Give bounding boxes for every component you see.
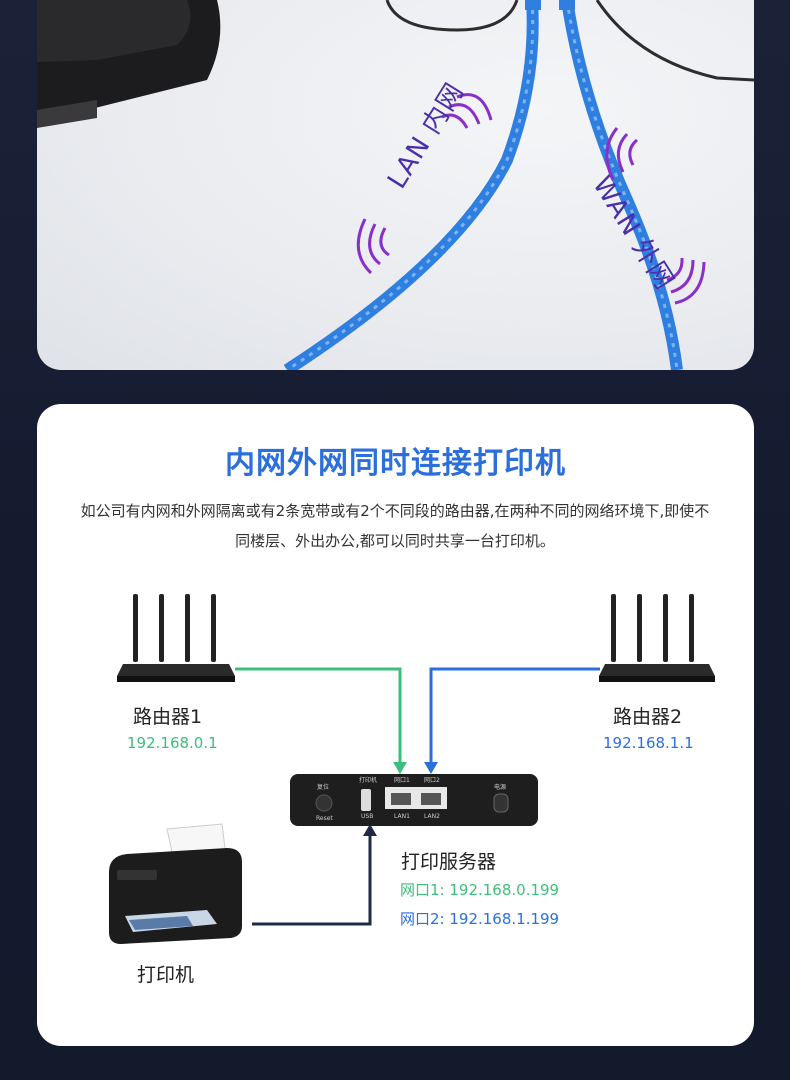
lan2-text: LAN2 <box>424 813 440 820</box>
router1-link <box>235 667 402 766</box>
print-server-icon <box>290 774 538 826</box>
arrow-down-icon <box>393 762 407 774</box>
arrow-down-icon <box>424 762 438 774</box>
connection-panel: 内网外网同时连接打印机 如公司有内网和外网隔离或有2条宽带或有2个不同段的路由器… <box>37 404 754 1046</box>
power-text: 电源 <box>494 783 506 791</box>
usb-text: USB <box>361 813 373 820</box>
black-cord <box>385 0 519 32</box>
reset-top-text: 复位 <box>317 783 329 791</box>
router2-icon <box>599 594 715 682</box>
black-cord <box>595 0 754 82</box>
signal-waves-icon <box>356 93 493 275</box>
router2-link <box>429 667 600 766</box>
router1-label: 路由器1 <box>133 706 203 728</box>
port1-text: 网口1 <box>394 777 410 784</box>
cable-illustration <box>37 0 754 370</box>
cable-photo: LAN 内网 WAN 外网 <box>37 0 754 370</box>
router1-icon <box>117 594 235 682</box>
arrow-up-icon <box>363 824 377 836</box>
printer-icon <box>109 823 242 944</box>
signal-waves-icon <box>605 127 706 305</box>
network-diagram: 复位 Reset 打印机 USB 网口1 网口2 LAN1 LAN2 电源 <box>109 594 715 944</box>
printer-label: 打印机 <box>137 964 195 986</box>
port2-text: 网口2 <box>424 777 440 784</box>
server-port1-ip: 网口1: 192.168.0.199 <box>400 881 560 899</box>
panel-title: 内网外网同时连接打印机 <box>225 446 566 481</box>
panel-description: 如公司有内网和外网隔离或有2条宽带或有2个不同段的路由器,在两种不同的网络环境下… <box>80 502 710 550</box>
server-port2-ip: 网口2: 192.168.1.199 <box>400 910 560 928</box>
router1-ip: 192.168.0.1 <box>127 734 218 752</box>
router2-ip: 192.168.1.1 <box>603 734 694 752</box>
printer-port-text: 打印机 <box>359 776 377 784</box>
lan1-text: LAN1 <box>394 813 410 820</box>
reset-text: Reset <box>316 815 333 822</box>
print-server-label: 打印服务器 <box>401 851 497 873</box>
router2-label: 路由器2 <box>613 706 683 728</box>
printer-link <box>252 832 372 926</box>
